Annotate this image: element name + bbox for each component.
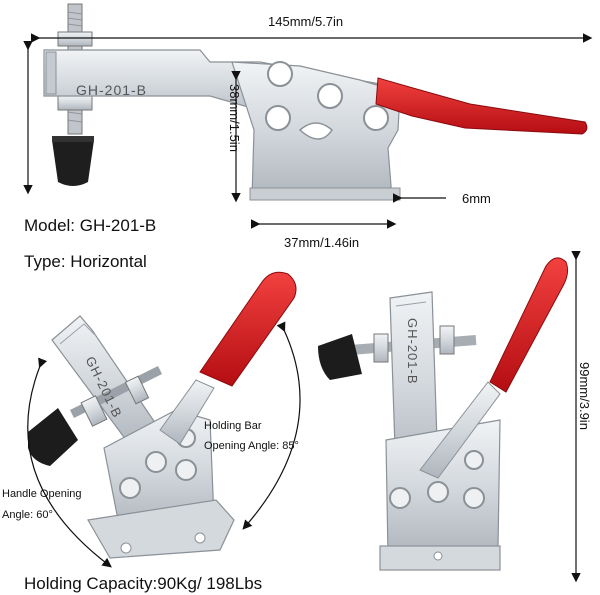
base-width-label: 37mm/1.46in bbox=[284, 235, 360, 250]
clamp-nut bbox=[57, 31, 93, 47]
pivot-hole bbox=[317, 83, 343, 109]
pivot-hole bbox=[389, 487, 411, 509]
rubber-tip bbox=[318, 334, 362, 380]
type-label: Type: Horizontal bbox=[24, 252, 147, 271]
thickness-label: 6mm bbox=[462, 191, 491, 206]
pivot-hole bbox=[363, 105, 389, 131]
right-stamp-text: GH-201-B bbox=[405, 318, 420, 385]
pivot-hole bbox=[267, 61, 293, 87]
red-handle bbox=[199, 271, 297, 387]
holding-bar-angle-arc bbox=[242, 321, 301, 530]
model-label: Model: GH-201-B bbox=[24, 216, 157, 235]
holding-capacity-label: Holding Capacity:90Kg/ 198Lbs bbox=[24, 574, 263, 593]
red-handle bbox=[489, 257, 569, 393]
pivot-hole bbox=[119, 477, 141, 499]
total-height-label: 99mm/3.9in bbox=[577, 362, 592, 430]
pivot-hole bbox=[464, 450, 484, 470]
top-clamp-side-view bbox=[43, 3, 588, 201]
clamp-base bbox=[87, 499, 235, 559]
rubber-tip bbox=[28, 408, 78, 466]
top-stamp-text: GH-201-B bbox=[76, 82, 148, 98]
rubber-tip bbox=[52, 140, 94, 186]
bottom-left-clamp-open-view bbox=[28, 271, 297, 559]
pivot-hole bbox=[175, 459, 197, 481]
red-handle bbox=[375, 77, 588, 135]
clamp-nut bbox=[439, 325, 455, 355]
clamp-base bbox=[249, 187, 401, 201]
holding-bar-angle-label: Opening Angle: 85° bbox=[204, 440, 299, 452]
pivot-hole bbox=[265, 105, 291, 131]
pivot-hole bbox=[145, 451, 167, 473]
height-label: 55mm bbox=[0, 112, 2, 149]
clamp-nut bbox=[373, 333, 389, 363]
bottom-right-clamp-front-view bbox=[318, 257, 569, 571]
handle-angle-arc bbox=[27, 357, 112, 568]
pivot-hole bbox=[427, 481, 449, 503]
width-label: 145mm/5.7in bbox=[268, 14, 344, 29]
pivot-hole bbox=[463, 487, 485, 509]
bar-height-label: 38mm/1.5in bbox=[227, 84, 242, 152]
handle-opening-label: Handle Opening bbox=[2, 488, 82, 500]
clamp-nut bbox=[57, 95, 93, 111]
handle-opening-angle-label: Angle: 60° bbox=[2, 509, 53, 521]
clamp-nut bbox=[124, 375, 150, 405]
holding-bar-label: Holding Bar bbox=[204, 420, 262, 432]
